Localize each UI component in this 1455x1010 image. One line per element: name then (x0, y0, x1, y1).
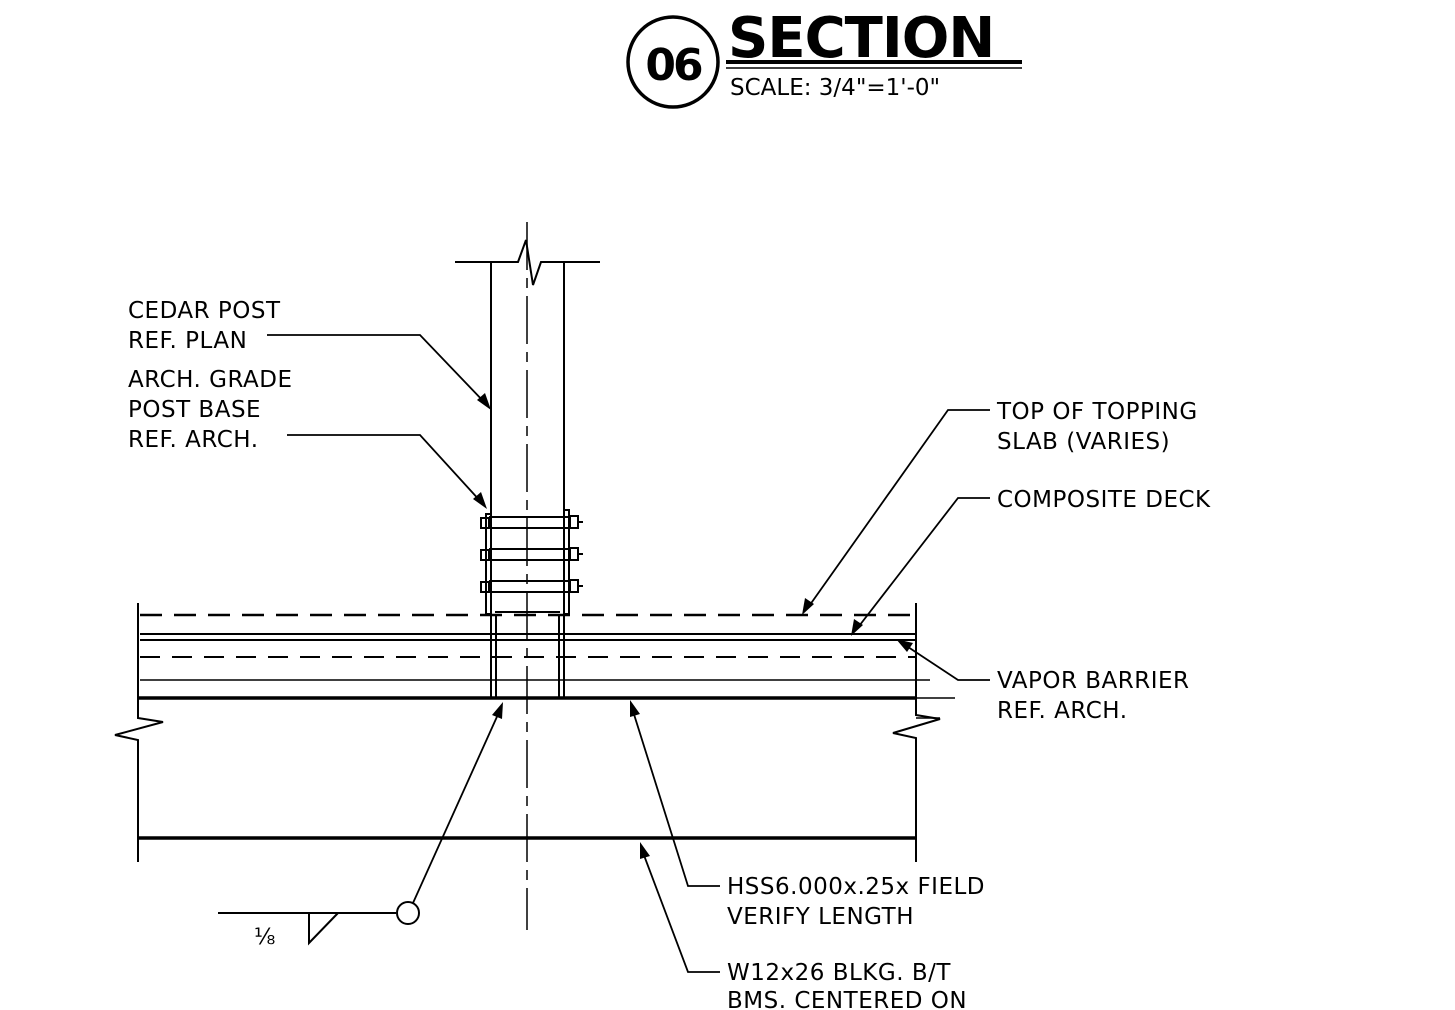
leader-vapor-barrier (896, 639, 990, 681)
leader-composite-deck (851, 497, 990, 636)
bolt-row-3 (480, 579, 583, 593)
post-base (480, 509, 583, 698)
note-cedar-post: CEDAR POST REF. PLAN (128, 298, 281, 354)
svg-text:POST BASE: POST BASE (128, 397, 261, 423)
svg-text:BMS. CENTERED ON: BMS. CENTERED ON (727, 988, 967, 1010)
cedar-post (455, 239, 600, 698)
svg-text:CEDAR POST: CEDAR POST (128, 298, 281, 324)
topping-slab-and-deck (137, 603, 955, 700)
svg-text:REF. PLAN: REF. PLAN (128, 328, 247, 354)
svg-text:VERIFY LENGTH: VERIFY LENGTH (727, 904, 914, 930)
title-block: 06 SECTION SCALE: 3/4"=1'-0" (626, 6, 1022, 109)
weld-symbol: ⅛ (218, 901, 420, 950)
note-vapor-barrier: VAPOR BARRIER REF. ARCH. (997, 668, 1190, 724)
detail-number: 06 (645, 40, 702, 91)
w12-beam (114, 698, 941, 862)
bolt-row-2 (480, 547, 583, 561)
leader-topping-slab (802, 409, 990, 615)
scale-label: SCALE: 3/4"=1'-0" (730, 75, 940, 101)
note-topping-slab: TOP OF TOPPING SLAB (VARIES) (996, 399, 1198, 455)
leader-hss (630, 700, 720, 887)
svg-text:VAPOR BARRIER: VAPOR BARRIER (997, 668, 1190, 694)
leader-weld (412, 702, 503, 904)
svg-text:TOP OF TOPPING: TOP OF TOPPING (996, 399, 1198, 425)
note-post-base: ARCH. GRADE POST BASE REF. ARCH. (128, 367, 293, 453)
svg-text:REF. ARCH.: REF. ARCH. (128, 427, 259, 453)
svg-text:REF. ARCH.: REF. ARCH. (997, 698, 1128, 724)
svg-text:ARCH. GRADE: ARCH. GRADE (128, 367, 293, 393)
weld-size: ⅛ (254, 925, 275, 950)
note-hss: HSS6.000x.25x FIELD VERIFY LENGTH (727, 874, 985, 930)
leader-cedar-post (267, 334, 491, 410)
svg-text:COMPOSITE DECK: COMPOSITE DECK (997, 487, 1211, 513)
leader-post-base (287, 434, 487, 509)
detail-number-bubble (626, 15, 720, 109)
bolt-row-1 (480, 515, 583, 529)
note-composite-deck: COMPOSITE DECK (997, 487, 1211, 513)
note-w12: W12x26 BLKG. B/T BMS. CENTERED ON (727, 960, 967, 1010)
svg-text:SLAB (VARIES): SLAB (VARIES) (997, 429, 1170, 455)
leader-w12 (640, 842, 720, 973)
svg-text:W12x26 BLKG. B/T: W12x26 BLKG. B/T (727, 960, 951, 986)
svg-text:HSS6.000x.25x FIELD: HSS6.000x.25x FIELD (727, 874, 985, 900)
